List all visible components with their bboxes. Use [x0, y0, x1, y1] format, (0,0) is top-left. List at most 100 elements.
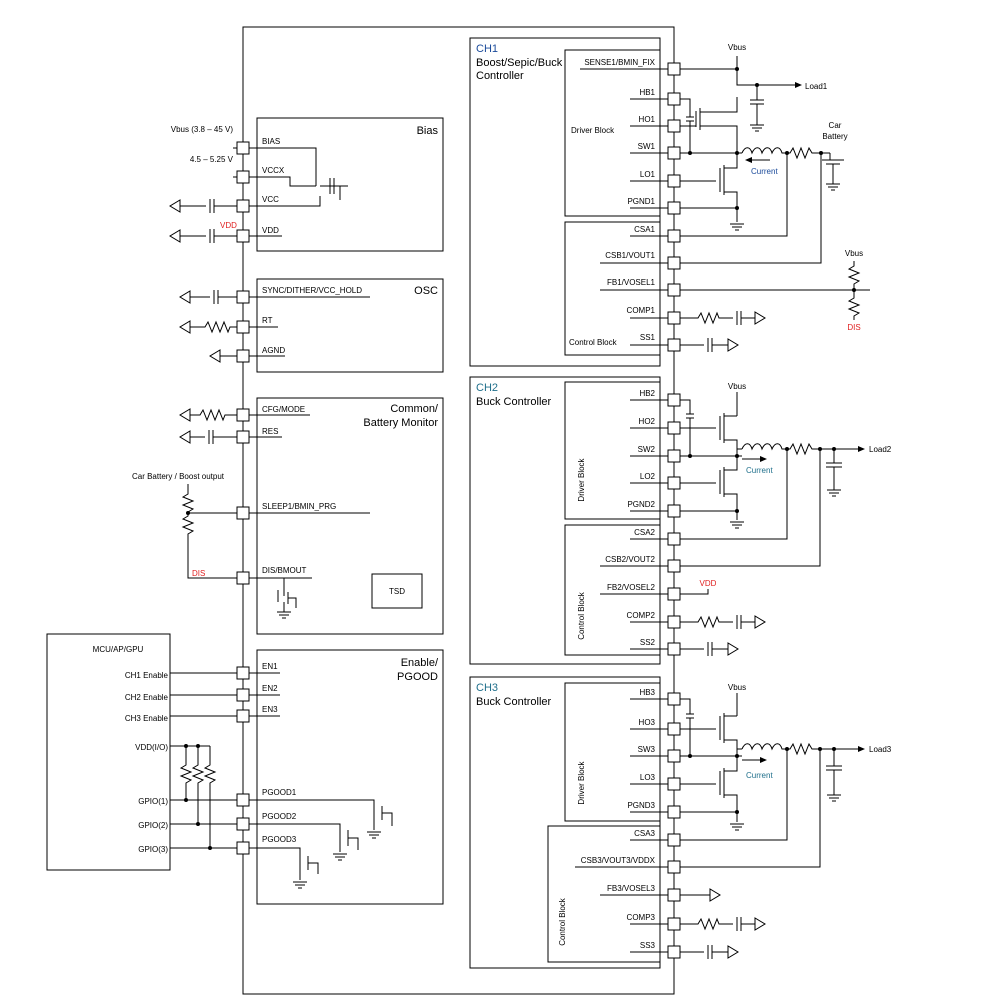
- pin-en2-label: EN2: [262, 684, 278, 693]
- ch2-title: CH2: [476, 382, 498, 394]
- enable-pgood-block: Enable/ PGOOD EN1 EN2 EN3 PGOOD1 PGOOD2 …: [249, 649, 444, 905]
- pin-res-label: RES: [262, 427, 278, 436]
- ch2-current-label: Current: [746, 466, 773, 475]
- left-external-components: Vbus (3.8 – 45 V) 4.5 – 5.25 V VDD Car B…: [132, 125, 243, 579]
- ch3-current-label: Current: [746, 771, 773, 780]
- pin-sleep-label: SLEEP1/BMIN_PRG: [262, 502, 336, 511]
- ch3-block: CH3 Buck Controller Driver Block Control…: [469, 676, 892, 969]
- mcu-gpio1: GPIO(1): [138, 797, 168, 806]
- ch3-pin-hb: HB3: [639, 688, 655, 697]
- ch2-pin-csb: CSB2/VOUT2: [605, 555, 655, 564]
- mcu-gpio2: GPIO(2): [138, 821, 168, 830]
- ch2-pin-csa: CSA2: [634, 528, 655, 537]
- tsd-label: TSD: [389, 587, 405, 596]
- tsd-box: [371, 573, 423, 609]
- ch3-load: Load3: [869, 745, 892, 754]
- ch1-name-2: Controller: [476, 70, 524, 82]
- pin-en1-label: EN1: [262, 662, 278, 671]
- ch1-vbus-label: Vbus: [728, 43, 746, 52]
- ch1-battery-label-1: Car: [829, 121, 842, 130]
- common-battery-monitor-block: Common/ Battery Monitor CFG/MODE RES SLE…: [249, 397, 444, 635]
- ch3-name-1: Buck Controller: [476, 696, 552, 708]
- right-pin-squares: [667, 62, 681, 959]
- ch3-pin-ss: SS3: [640, 941, 656, 950]
- pin-sync-label: SYNC/DITHER/VCC_HOLD: [262, 286, 362, 295]
- ch1-pin-pgnd: PGND1: [627, 197, 655, 206]
- ch2-pin-ss: SS2: [640, 638, 656, 647]
- ch3-pin-csb: CSB3/VOUT3/VDDX: [581, 856, 656, 865]
- mcu-block: MCU/AP/GPU CH1 Enable CH2 Enable CH3 Ena…: [46, 633, 243, 871]
- ch2-pin-comp: COMP2: [627, 611, 656, 620]
- dis-net-label-left: DIS: [192, 569, 205, 578]
- ch1-pin-csa: CSA1: [634, 225, 655, 234]
- ch3-pin-comp: COMP3: [627, 913, 656, 922]
- mcu-ch2-enable: CH2 Enable: [125, 693, 169, 702]
- ch1-dis-label: DIS: [847, 323, 860, 332]
- ch2-pin-lo: LO2: [640, 472, 656, 481]
- osc-block: OSC SYNC/DITHER/VCC_HOLD RT AGND: [249, 278, 444, 373]
- ch1-block: CH1 Boost/Sepic/Buck Controller Driver B…: [469, 37, 870, 367]
- bias-block-title: Bias: [417, 125, 439, 137]
- pin-pgood1-label: PGOOD1: [262, 788, 297, 797]
- pin-cfg-label: CFG/MODE: [262, 405, 305, 414]
- ch1-pin-lo: LO1: [640, 170, 656, 179]
- ch2-driver-block: [564, 381, 661, 520]
- enable-block-title-2: PGOOD: [397, 671, 438, 683]
- ch3-pin-csa: CSA3: [634, 829, 655, 838]
- ch3-title: CH3: [476, 682, 498, 694]
- ch2-driver-label: Driver Block: [577, 457, 586, 501]
- ch2-control-label: Control Block: [577, 591, 586, 640]
- pin-dis-label: DIS/BMOUT: [262, 566, 307, 575]
- pin-bias-label: BIAS: [262, 137, 280, 146]
- ch1-pin-hb: HB1: [639, 88, 655, 97]
- pin-en3-label: EN3: [262, 705, 278, 714]
- mcu-ch3-enable: CH3 Enable: [125, 714, 169, 723]
- pin-agnd-label: AGND: [262, 346, 285, 355]
- ch1-current-label: Current: [751, 167, 778, 176]
- ch1-pin-ss: SS1: [640, 333, 656, 342]
- pin-vccx-label: VCCX: [262, 166, 285, 175]
- left-pin-squares: [236, 141, 250, 855]
- pin-pgood3-label: PGOOD3: [262, 835, 297, 844]
- bias-block: Bias BIAS VCCX VCC VDD: [249, 117, 444, 252]
- ch2-block: CH2 Buck Controller Driver Block Control…: [469, 376, 892, 665]
- ch2-vdd-label: VDD: [700, 579, 717, 588]
- ch1-driver-label: Driver Block: [571, 126, 615, 135]
- ch2-pin-hb: HB2: [639, 389, 655, 398]
- ch3-vbus-label: Vbus: [728, 683, 746, 692]
- ch1-battery-label-2: Battery: [822, 132, 847, 141]
- vdd-net-label: VDD: [220, 221, 237, 230]
- car-battery-boost-label: Car Battery / Boost output: [132, 472, 225, 481]
- ch1-pin-csb: CSB1/VOUT1: [605, 251, 655, 260]
- ch2-control-block: [564, 524, 661, 656]
- ch1-pin-comp: COMP1: [627, 306, 656, 315]
- pin-pgood2-label: PGOOD2: [262, 812, 297, 821]
- ch2-pin-sw: SW2: [638, 445, 656, 454]
- ch3-pin-ho: HO3: [639, 718, 656, 727]
- ch1-load: Load1: [805, 82, 828, 91]
- vbus-range-label: Vbus (3.8 – 45 V): [171, 125, 234, 134]
- pin-vcc-label: VCC: [262, 195, 279, 204]
- common-block-title-2: Battery Monitor: [363, 417, 438, 429]
- ch3-driver-block: [564, 682, 661, 822]
- ch2-load: Load2: [869, 445, 892, 454]
- enable-block-title-1: Enable/: [401, 657, 439, 669]
- mcu-ch1-enable: CH1 Enable: [125, 671, 169, 680]
- ch3-pin-pgnd: PGND3: [627, 801, 655, 810]
- ch1-pin-fb: FB1/VOSEL1: [607, 278, 656, 287]
- ch3-pin-sw: SW3: [638, 745, 656, 754]
- ch1-pin-sw: SW1: [638, 142, 656, 151]
- ch2-pin-ho: HO2: [639, 417, 656, 426]
- ch1-control-label: Control Block: [569, 338, 618, 347]
- ch3-control-label: Control Block: [558, 897, 567, 946]
- ch1-control-block: [564, 221, 661, 356]
- ch3-driver-label: Driver Block: [577, 760, 586, 804]
- ch1-pin-sense: SENSE1/BMIN_FIX: [584, 58, 655, 67]
- common-block-title-1: Common/: [390, 403, 439, 415]
- pin-rt-label: RT: [262, 316, 273, 325]
- ch3-pin-fb: FB3/VOSEL3: [607, 884, 656, 893]
- osc-block-title: OSC: [414, 285, 438, 297]
- ch1-driver-block: [564, 49, 661, 217]
- ch1-fb-vbus-label: Vbus: [845, 249, 863, 258]
